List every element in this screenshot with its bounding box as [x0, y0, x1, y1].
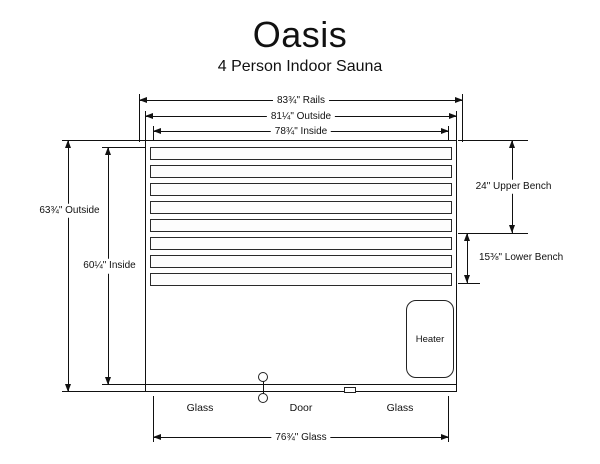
glass-right-label: Glass	[386, 402, 414, 414]
dimension-line-inside-width: 78¾" Inside	[153, 125, 449, 138]
page-title: Oasis	[252, 14, 348, 55]
heater-label: Heater	[415, 333, 445, 345]
extension-line	[139, 94, 140, 142]
extension-line	[458, 233, 528, 234]
dimension-upper-bench-label: 24" Upper Bench	[472, 179, 555, 194]
door-handle-knob	[258, 393, 268, 403]
bench-board	[150, 255, 452, 268]
dimension-inside-depth-label: 60¼" Inside	[80, 258, 139, 274]
extension-line	[102, 384, 145, 385]
dimension-line-lower-bench: 15⅜" Lower Bench	[464, 233, 567, 283]
bench-board	[150, 219, 452, 232]
bench-board	[150, 183, 452, 196]
dimension-line-rails: 83¾" Rails	[139, 94, 463, 107]
extension-line	[448, 126, 449, 148]
dimension-outside-depth-label: 63¾" Outside	[36, 203, 103, 218]
dimension-lower-bench-label: 15⅜" Lower Bench	[476, 250, 567, 266]
door-latch	[344, 387, 356, 393]
dimension-inside-width-label: 78¾" Inside	[270, 125, 332, 138]
extension-line	[153, 126, 154, 148]
front-wall-inner-line	[146, 384, 456, 385]
page-subtitle: 4 Person Indoor Sauna	[217, 58, 383, 75]
extension-line	[458, 140, 528, 141]
bench-boards	[150, 147, 452, 291]
bench-board	[150, 147, 452, 160]
extension-line	[456, 111, 457, 140]
bench-board	[150, 165, 452, 178]
bench-board	[150, 273, 452, 286]
dimension-glass-width-label: 76¾" Glass	[271, 431, 331, 444]
dimension-line-outside-depth: 63¾" Outside	[36, 140, 103, 392]
dimension-outside-width-label: 81¼" Outside	[266, 110, 336, 123]
extension-line	[62, 391, 145, 392]
extension-line	[153, 396, 154, 442]
extension-line	[102, 147, 145, 148]
extension-line	[62, 140, 145, 141]
extension-line	[458, 283, 480, 284]
dimension-line-upper-bench: 24" Upper Bench	[472, 140, 555, 233]
dimension-line-outside-width: 81¼" Outside	[145, 110, 457, 123]
bench-board	[150, 201, 452, 214]
dimension-rails-label: 83¾" Rails	[272, 94, 330, 107]
heater: Heater	[406, 300, 454, 378]
door-label: Door	[289, 402, 313, 414]
extension-line	[462, 94, 463, 142]
extension-line	[145, 111, 146, 140]
dimension-line-glass-width: 76¾" Glass	[153, 431, 449, 444]
door-handle-stem	[263, 376, 264, 400]
bench-board	[150, 237, 452, 250]
door-handle-knob	[258, 372, 268, 382]
glass-left-label: Glass	[186, 402, 214, 414]
extension-line	[448, 396, 449, 442]
dimension-line-inside-depth: 60¼" Inside	[80, 147, 139, 385]
